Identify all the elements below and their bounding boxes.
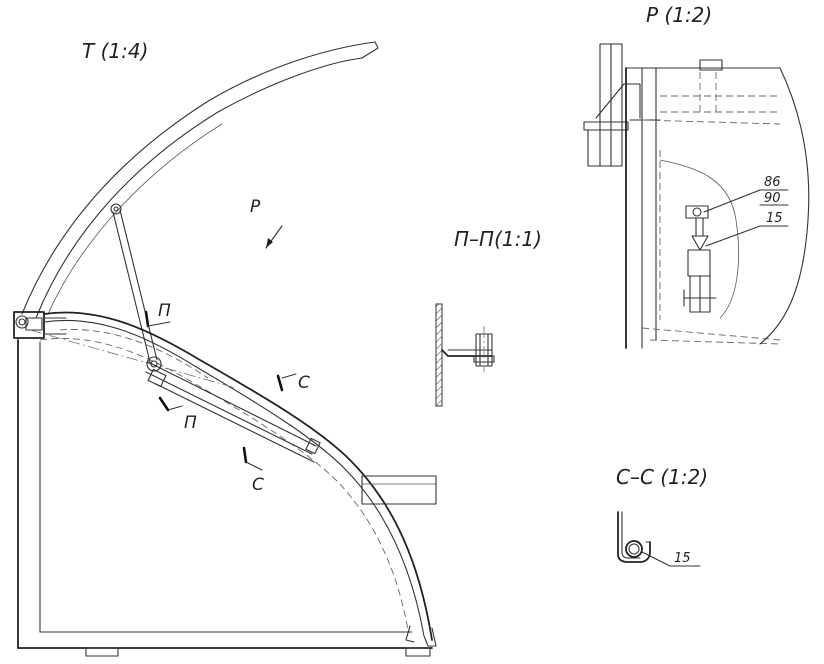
raised-lid [21,41,379,319]
main-view-title: Т (1:4) [82,39,148,63]
section-marker-p-top: П [158,301,171,321]
callout-86: 86 [764,175,781,190]
section-marker-c-bottom: С [252,475,264,495]
gas-spring [145,356,321,463]
cabinet-body [17,339,433,657]
main-view: Т (1:4) [13,39,437,657]
callout-15-detail: 15 [766,211,783,226]
section-marker-p-bottom: П [184,413,197,433]
section-view-pp: П–П(1:1) [435,227,542,407]
callout-90: 90 [764,191,781,206]
section-marker-c-upper: С [276,373,310,393]
side-bracket [361,475,437,505]
section-view-cc: С–С (1:2) 15 [616,465,708,567]
section-marker-c-top: С [298,373,310,393]
detail-view-p: Р (1:2) [583,3,810,349]
hinge-assembly [13,311,67,339]
callout-15-section: 15 [674,551,691,566]
section-marker-p-upper: П [144,301,171,328]
section-marker-c-lower: С [242,446,264,495]
view-arrow-label: Р [250,197,261,217]
section-cc-title: С–С (1:2) [616,465,708,489]
section-pp-title: П–П(1:1) [454,227,542,251]
closed-lid [29,311,437,647]
view-arrow-p: Р [250,197,283,249]
section-marker-p-lower: П [158,396,197,433]
detail-view-title: Р (1:2) [646,3,712,27]
lid-strut [110,203,158,363]
